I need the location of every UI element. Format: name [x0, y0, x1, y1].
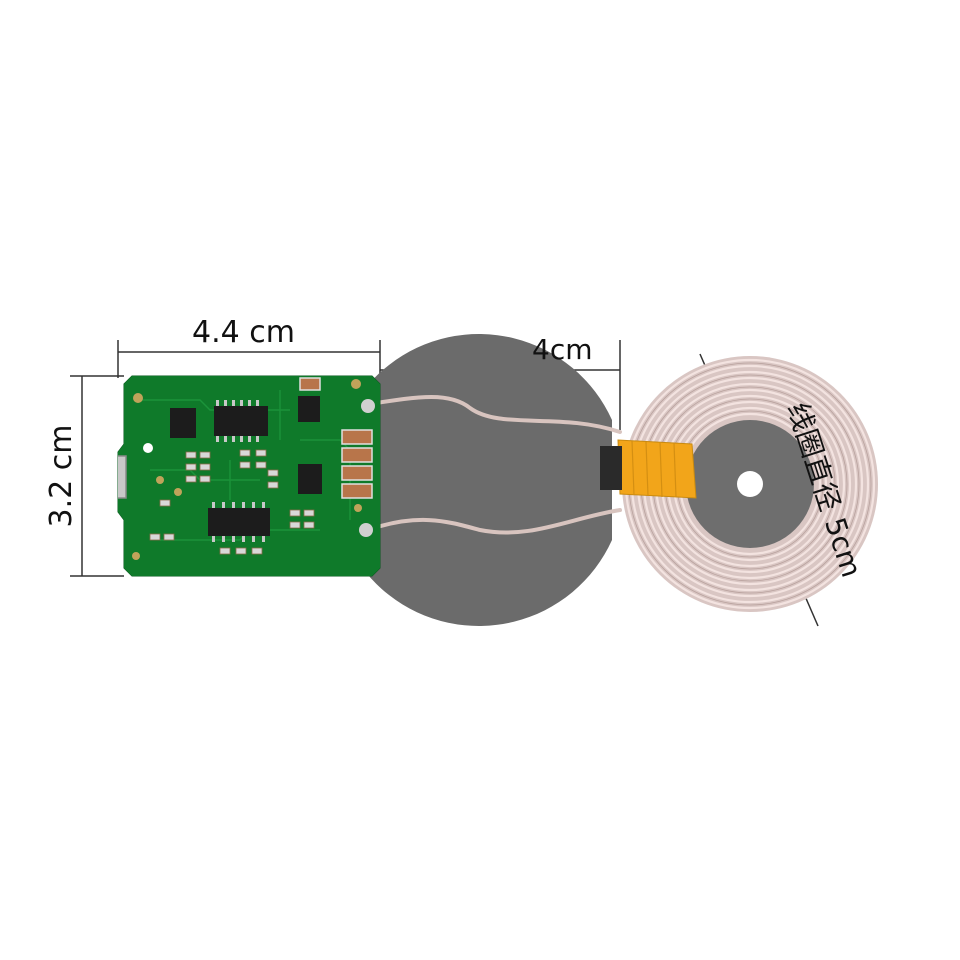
coil-ferrite-backing: [332, 333, 612, 626]
ic-chips: [170, 396, 322, 536]
lead-length-label: 4cm: [532, 333, 593, 366]
wire-terminal-bottom: [359, 523, 373, 537]
coil-center-hole: [737, 471, 763, 497]
pcb-board: [117, 375, 381, 577]
lead-wire-bottom: [366, 508, 622, 535]
coil-tape: [617, 439, 697, 499]
coil-lead-block: [600, 446, 622, 490]
lead-wires: [366, 395, 622, 535]
wire-terminal-top: [361, 399, 375, 413]
charging-coil: [332, 333, 878, 626]
board-height-label: 3.2 cm: [44, 424, 79, 528]
board-width-label: 4.4 cm: [192, 315, 295, 350]
capacitors: [299, 377, 373, 499]
passive-components: [149, 449, 315, 555]
usb-port: [118, 455, 127, 499]
lead-wire-top: [368, 395, 622, 434]
solder-pads: [132, 379, 362, 560]
